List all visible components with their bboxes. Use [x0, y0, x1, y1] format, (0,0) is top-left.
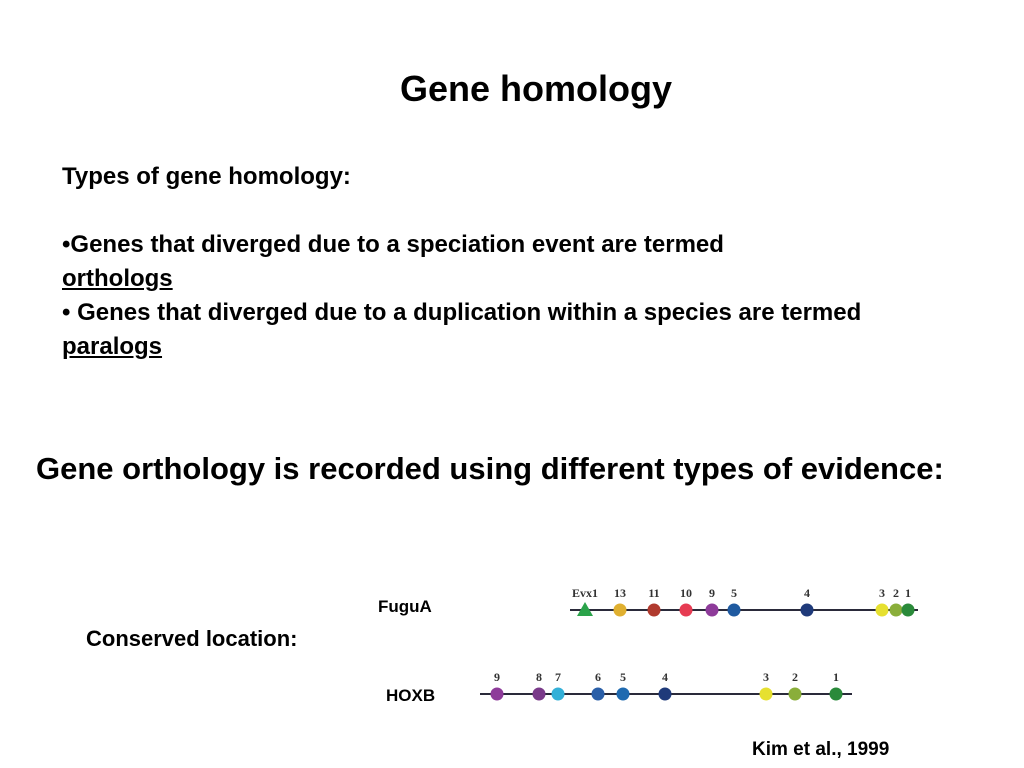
gene-label: 4 [662, 670, 668, 684]
gene-marker [889, 603, 903, 617]
gene-label: 3 [763, 670, 769, 684]
hoxb-species-label: HOXB [386, 686, 436, 705]
gene-label: 9 [709, 586, 715, 600]
gene-marker [613, 603, 627, 617]
gene-marker [532, 687, 546, 701]
gene-label: 9 [494, 670, 500, 684]
bullet-paralogs-text: • Genes that diverged due to a duplicati… [62, 299, 862, 326]
gene-marker [788, 687, 802, 701]
gene-marker [591, 687, 605, 701]
gene-marker [875, 603, 889, 617]
gene-marker [800, 603, 814, 617]
gene-marker [490, 687, 504, 701]
conserved-location-label: Conserved location: [86, 626, 298, 651]
gene-marker [829, 687, 843, 701]
gene-marker [901, 603, 915, 617]
gene-marker [616, 687, 630, 701]
types-heading: Types of gene homology: [62, 163, 351, 190]
gene-label: 1 [905, 586, 911, 600]
gene-label: Evx1 [572, 586, 598, 600]
gene-label: 2 [893, 586, 899, 600]
gene-label: 5 [620, 670, 626, 684]
gene-label: 13 [614, 586, 626, 600]
gene-label: 10 [680, 586, 692, 600]
gene-marker [647, 603, 661, 617]
gene-marker [705, 603, 719, 617]
orthology-statement: Gene orthology is recorded using differe… [36, 451, 944, 486]
orthologs-term: orthologs [62, 265, 173, 292]
homology-types-block: Types of gene homology: •Genes that dive… [62, 160, 962, 364]
bullet-orthologs-text: •Genes that diverged due to a speciation… [62, 231, 724, 258]
gene-marker [658, 687, 672, 701]
bullet-orthologs: •Genes that diverged due to a speciation… [62, 228, 962, 296]
gene-label: 8 [536, 670, 542, 684]
citation: Kim et al., 1999 [752, 739, 890, 760]
gene-label: 1 [833, 670, 839, 684]
gene-label: 11 [648, 586, 659, 600]
gene-label: 3 [879, 586, 885, 600]
gene-marker [551, 687, 565, 701]
paralogs-term: paralogs [62, 333, 163, 360]
bullet-paralogs: • Genes that diverged due to a duplicati… [62, 296, 962, 364]
gene-label: 6 [595, 670, 601, 684]
slide-title: Gene homology [399, 68, 673, 109]
gene-label: 5 [731, 586, 737, 600]
gene-marker [679, 603, 693, 617]
fugua-species-label: FuguA [378, 597, 432, 616]
gene-marker [727, 603, 741, 617]
gene-label: 4 [804, 586, 810, 600]
gene-marker-triangle [577, 602, 593, 616]
gene-label: 2 [792, 670, 798, 684]
gene-label: 7 [555, 670, 561, 684]
gene-marker [759, 687, 773, 701]
